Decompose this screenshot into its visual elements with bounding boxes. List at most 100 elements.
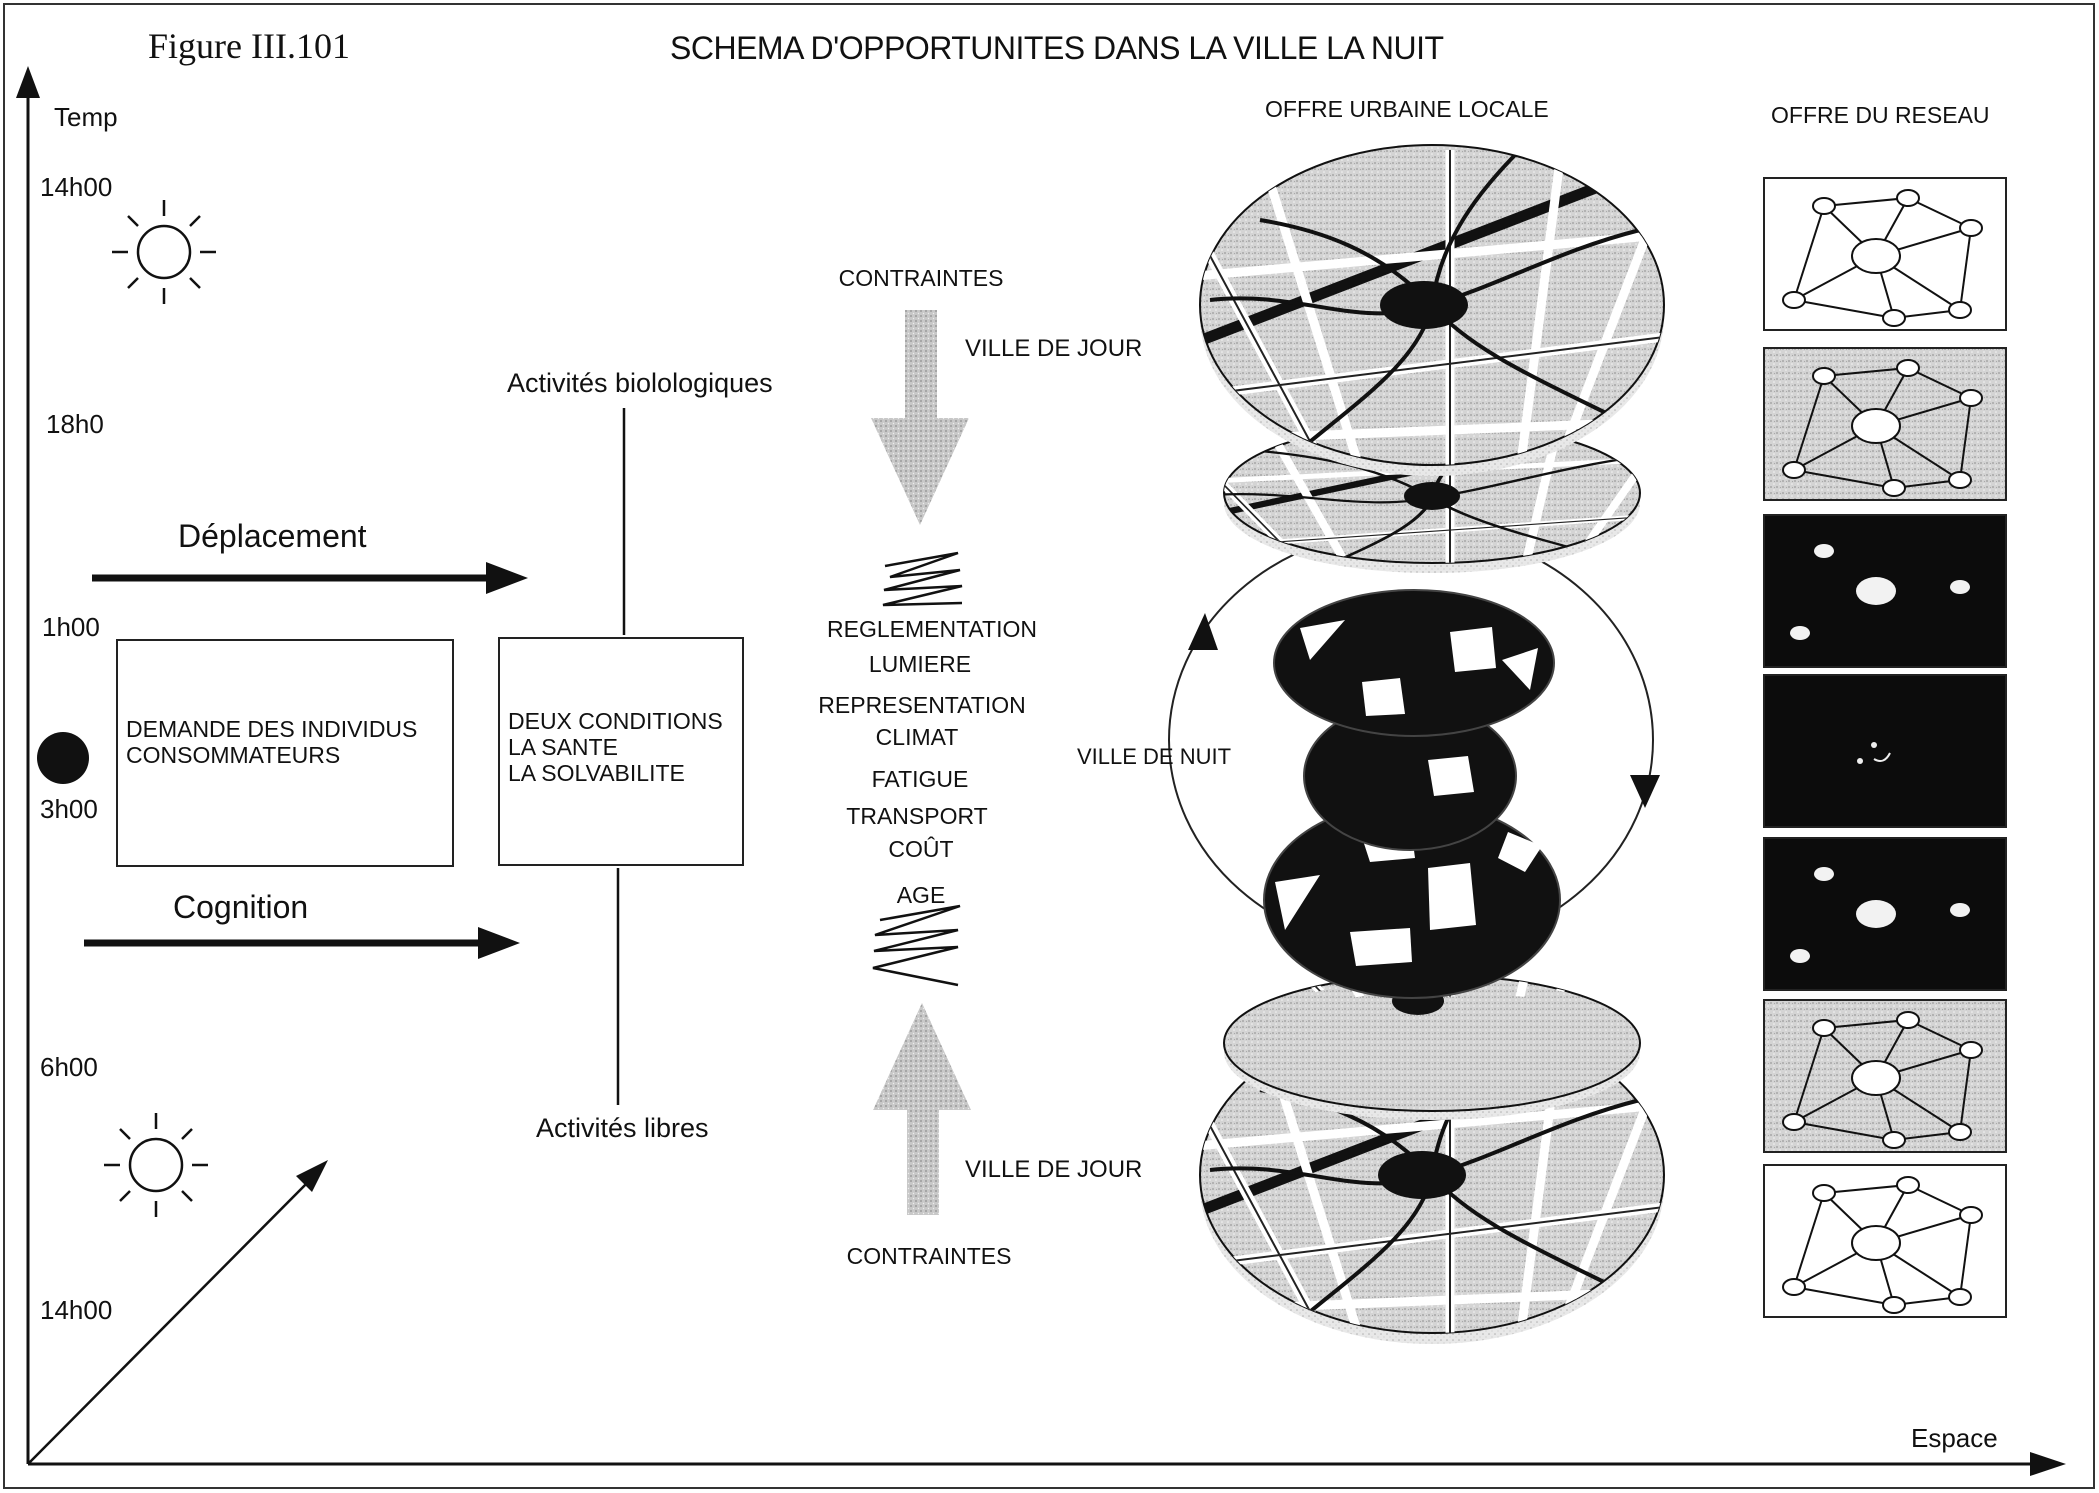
- cognition-arrowhead: [478, 927, 520, 959]
- network-node: [1950, 580, 1970, 594]
- sun-icon: [104, 1113, 208, 1217]
- factor-label: REGLEMENTATION: [827, 616, 1037, 642]
- network-panel-dark: [1763, 837, 2007, 991]
- network-node: [1882, 1296, 1906, 1314]
- network-node: [1948, 1123, 1972, 1141]
- constraint-arrow-up: [873, 1003, 971, 1215]
- network-node: [1856, 900, 1896, 928]
- network-node: [1851, 408, 1901, 444]
- network-node: [1856, 577, 1896, 605]
- constraints-top-label: CONTRAINTES: [838, 265, 1004, 291]
- network-node: [1782, 1113, 1806, 1131]
- figure-frame: [3, 3, 2095, 1489]
- page-title: SCHEMA D'OPPORTUNITES DANS LA VILLE LA N…: [670, 30, 1444, 66]
- city-disk-night-3: [1303, 701, 1517, 851]
- conditions-box: DEUX CONDITIONS LA SANTE LA SOLVABILITE: [498, 637, 744, 866]
- network-node: [1882, 479, 1906, 497]
- network-panels: [1763, 177, 2007, 1318]
- movement-label: Déplacement: [178, 518, 367, 554]
- network-node: [1959, 1041, 1983, 1059]
- factor-label: FATIGUE: [871, 766, 969, 792]
- network-node: [1959, 219, 1983, 237]
- network-panel-dark-sparse: [1763, 674, 2007, 828]
- city-disk-night-4: [1263, 801, 1561, 999]
- constraint-arrow-down: [871, 310, 969, 525]
- demand-box: DEMANDE DES INDIVIDUS CONSOMMATEURS: [116, 639, 454, 867]
- figure-label: Figure III.101: [148, 26, 350, 66]
- spring-top-icon: [882, 551, 963, 607]
- network-node: [1871, 742, 1877, 748]
- conditions-text: DEUX CONDITIONS LA SANTE LA SOLVABILITE: [508, 708, 723, 786]
- network-node: [1812, 367, 1836, 385]
- day-city-bottom-label: VILLE DE JOUR: [965, 1156, 1143, 1183]
- factor-label: REPRESENTATION: [818, 692, 1026, 718]
- factor-label: TRANSPORT: [846, 803, 988, 829]
- cycle-arrowhead: [1630, 775, 1660, 808]
- city-disk-low-day: [1223, 974, 1641, 1120]
- time-label: 6h00: [40, 1052, 98, 1082]
- network-panel-dark: [1763, 514, 2007, 668]
- network-node: [1959, 389, 1983, 407]
- diagonal-axis: [27, 1171, 319, 1465]
- network-panel-gray: [1763, 999, 2007, 1153]
- demand-text: DEMANDE DES INDIVIDUS CONSOMMATEURS: [126, 716, 418, 768]
- network-node: [1812, 197, 1836, 215]
- network-node: [1857, 758, 1863, 764]
- factor-label: AGE: [896, 882, 946, 908]
- network-node: [1882, 1131, 1906, 1149]
- x-axis-label: Espace: [1911, 1423, 1998, 1453]
- network-node: [1959, 1206, 1983, 1224]
- network-node: [1948, 1288, 1972, 1306]
- spring-bottom-icon: [872, 904, 961, 987]
- network-node: [1790, 626, 1810, 640]
- movement-arrowhead: [486, 562, 528, 594]
- network-node: [1814, 867, 1834, 881]
- network-node: [1896, 1011, 1920, 1029]
- network-node: [1851, 1225, 1901, 1261]
- y-axis-arrowhead: [16, 66, 40, 98]
- activity-top-label: Activités biolologiques: [507, 368, 773, 398]
- network-node: [1948, 301, 1972, 319]
- time-label: 18h0: [46, 409, 104, 439]
- time-label: 1h00: [42, 612, 100, 642]
- day-city-top-label: VILLE DE JOUR: [965, 335, 1143, 362]
- network-node: [1851, 238, 1901, 274]
- factor-label: COÛT: [888, 836, 954, 862]
- sun-icon: [112, 200, 216, 304]
- network-node: [1814, 544, 1834, 558]
- moon-icon: [37, 732, 89, 784]
- network-node: [1896, 189, 1920, 207]
- network-node: [1882, 309, 1906, 327]
- local-offer-header: OFFRE URBAINE LOCALE: [1265, 96, 1549, 122]
- network-panel-gray: [1763, 347, 2007, 501]
- factor-label: LUMIERE: [868, 651, 972, 677]
- network-node: [1896, 359, 1920, 377]
- network-panel-light: [1763, 1164, 2007, 1318]
- diagonal-axis-arrowhead: [296, 1160, 328, 1192]
- time-label: 14h00: [40, 1295, 113, 1325]
- x-axis-arrowhead: [2030, 1452, 2066, 1476]
- activity-bottom-label: Activités libres: [536, 1113, 709, 1143]
- network-node: [1790, 949, 1810, 963]
- network-node: [1812, 1019, 1836, 1037]
- time-label: 14h00: [40, 172, 113, 202]
- network-node: [1782, 291, 1806, 309]
- city-disk-top-day: [1199, 144, 1665, 476]
- factor-label: CLIMAT: [875, 724, 959, 750]
- network-node: [1782, 461, 1806, 479]
- network-node: [1948, 471, 1972, 489]
- network-panel-light: [1763, 177, 2007, 331]
- cognition-label: Cognition: [173, 889, 309, 925]
- cycle-arrowhead: [1188, 613, 1218, 650]
- network-node: [1782, 1278, 1806, 1296]
- night-city-label: VILLE DE NUIT: [1077, 744, 1232, 769]
- y-axis-label: Temp: [54, 102, 118, 132]
- city-disk-night-2: [1273, 589, 1555, 737]
- network-node: [1851, 1060, 1901, 1096]
- network-offer-header: OFFRE DU RESEAU: [1771, 102, 1990, 128]
- network-node: [1812, 1184, 1836, 1202]
- network-node: [1950, 903, 1970, 917]
- constraints-bottom-label: CONTRAINTES: [846, 1243, 1012, 1269]
- time-label: 3h00: [40, 794, 98, 824]
